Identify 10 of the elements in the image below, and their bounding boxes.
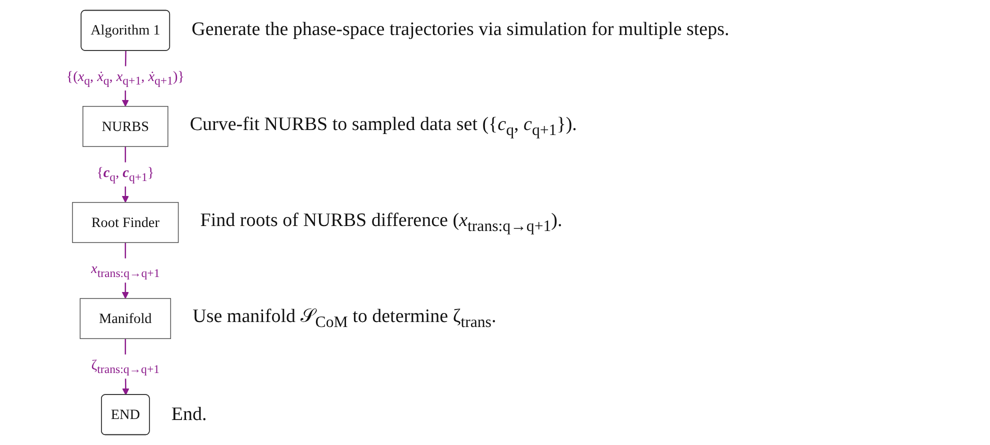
- description-text: Generate the phase-space trajectories via simulation for multiple steps.: [192, 18, 730, 42]
- description-text: End.: [171, 402, 208, 426]
- process-box: Manifold: [80, 298, 172, 340]
- terminal-box: Algorithm 1: [80, 10, 170, 51]
- description-text: Curve-fit NURBS to sampled data set ({c$_{q}$, c$_{q+1}$}).: [190, 112, 578, 140]
- description-text: Use manifold 𝒮$_{CoM}$ to determine ζ$_{trans}$.: [192, 304, 498, 332]
- process-box: NURBS: [82, 106, 168, 147]
- process-box: Root Finder: [72, 202, 179, 243]
- description-text: Find roots of NURBS difference (x$_{trans:q→q+1}$).: [200, 208, 564, 236]
- terminal-box: END: [101, 394, 150, 436]
